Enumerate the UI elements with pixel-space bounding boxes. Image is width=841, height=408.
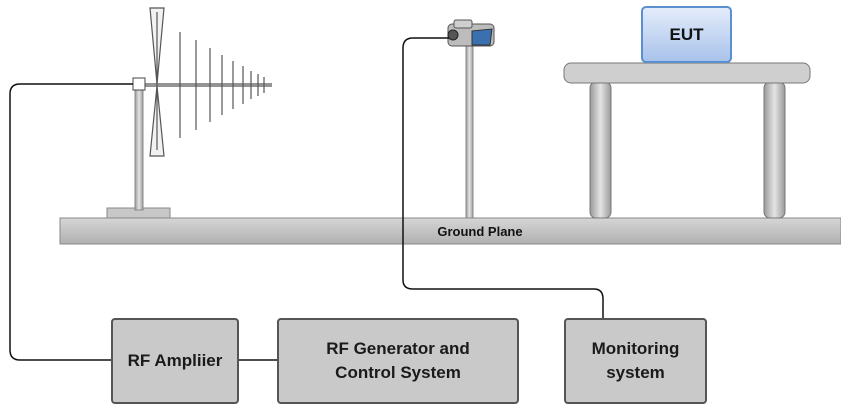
- antenna-connector: [132, 77, 146, 91]
- rf-amplifier-block: RF Ampliier: [111, 318, 239, 404]
- antenna-cable: [9, 83, 133, 361]
- antenna-icon: [139, 7, 272, 157]
- rf-amplifier-label: RF Ampliier: [127, 351, 223, 370]
- camera-pole: [465, 45, 474, 219]
- table-top: [563, 62, 811, 84]
- rf-generator-label: RF Generator and Control System: [326, 339, 470, 382]
- antenna-mast: [134, 79, 144, 211]
- table-leg-left: [589, 81, 612, 219]
- table-leg-right: [763, 81, 786, 219]
- rf-generator-block: RF Generator and Control System: [277, 318, 519, 404]
- eut-box: EUT: [641, 6, 732, 63]
- ground-plane-label: Ground Plane: [437, 224, 523, 239]
- camera-cable: [402, 37, 604, 318]
- ground-plane: [59, 217, 841, 245]
- camera-icon: [447, 19, 495, 47]
- monitoring-block: Monitoring system: [564, 318, 707, 404]
- eut-label: EUT: [669, 24, 704, 44]
- monitoring-label: Monitoring system: [591, 339, 680, 382]
